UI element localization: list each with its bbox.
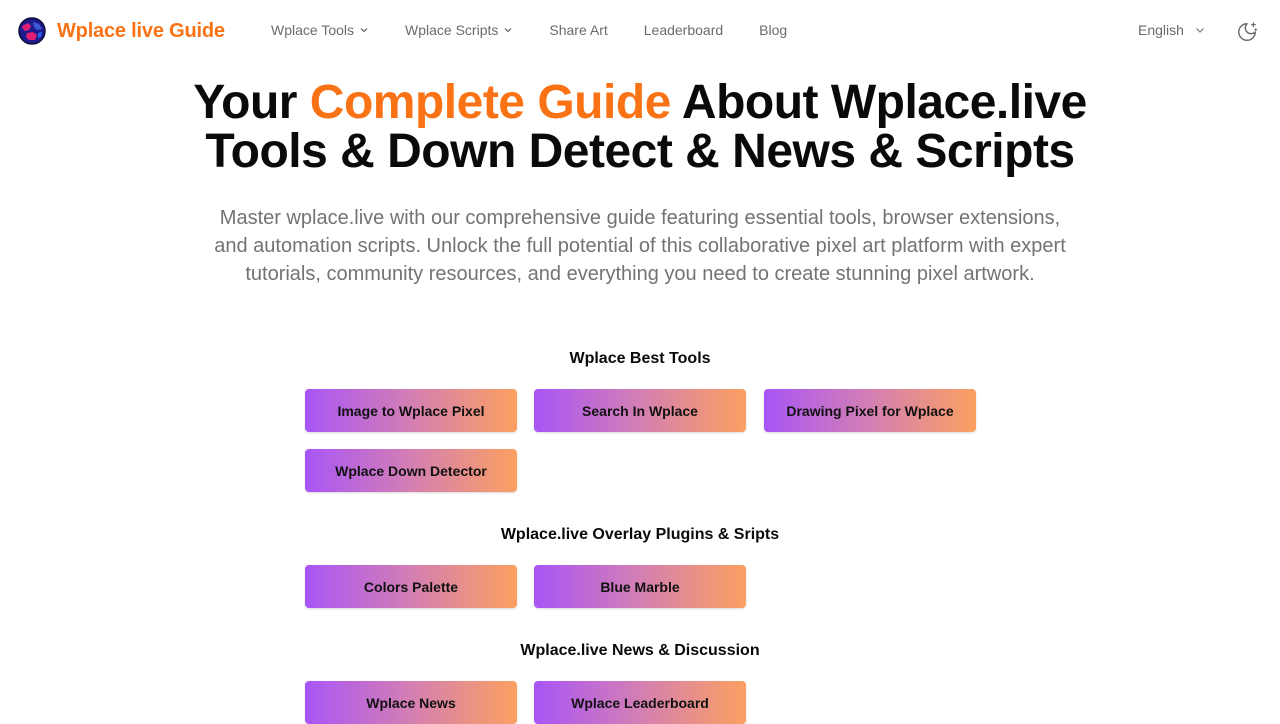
- nav-wplace-tools[interactable]: Wplace Tools: [271, 22, 369, 38]
- chevron-down-icon: [360, 28, 368, 33]
- brand-name: Wplace live Guide: [57, 19, 225, 42]
- language-selector[interactable]: English: [1138, 22, 1206, 38]
- chevron-down-icon: [504, 28, 512, 33]
- hero-title-prefix: Your: [193, 76, 310, 129]
- wplace-down-detector-button[interactable]: Wplace Down Detector: [305, 449, 517, 492]
- hero-title: Your Complete Guide About Wplace.live To…: [0, 78, 1280, 176]
- wplace-leaderboard-button[interactable]: Wplace Leaderboard: [534, 681, 746, 724]
- nav-blog[interactable]: Blog: [759, 22, 787, 38]
- section-title-best-tools: Wplace Best Tools: [569, 350, 711, 367]
- drawing-pixel-button[interactable]: Drawing Pixel for Wplace: [764, 389, 976, 432]
- moon-stars-icon: [1238, 22, 1258, 41]
- hero-description: Master wplace.live with our comprehensiv…: [214, 207, 1066, 285]
- nav-label: Wplace Scripts: [405, 22, 499, 38]
- search-in-wplace-button[interactable]: Search In Wplace: [534, 389, 746, 432]
- section-title-overlay-plugins: Wplace.live Overlay Plugins & Sripts: [500, 526, 780, 543]
- nav-label: Wplace Tools: [271, 22, 355, 38]
- nav-label: Leaderboard: [643, 22, 724, 38]
- nav-share-art[interactable]: Share Art: [549, 22, 607, 38]
- globe-logo-icon: [18, 17, 46, 45]
- hero-title-accent: Complete Guide: [309, 76, 672, 129]
- colors-palette-button[interactable]: Colors Palette: [305, 565, 517, 608]
- chevron-down-icon: [1195, 28, 1204, 33]
- wplace-news-button[interactable]: Wplace News: [305, 681, 517, 724]
- brand-link[interactable]: Wplace live Guide: [18, 17, 225, 45]
- top-navigation: Wplace live Guide Wplace Tools Wplace Sc…: [0, 0, 1280, 64]
- image-to-wplace-pixel-button[interactable]: Image to Wplace Pixel: [305, 389, 517, 432]
- section-title-news-discussion: Wplace.live News & Discussion: [520, 642, 760, 659]
- language-label: English: [1138, 22, 1184, 38]
- nav-leaderboard[interactable]: Leaderboard: [644, 22, 723, 38]
- main-nav: Wplace Tools Wplace Scripts Share Art Le…: [271, 22, 787, 38]
- blue-marble-button[interactable]: Blue Marble: [534, 565, 746, 608]
- nav-label: Share Art: [549, 22, 608, 38]
- nav-wplace-scripts[interactable]: Wplace Scripts: [405, 22, 513, 38]
- hero-title-line2: Tools & Down Detect & News & Scripts: [205, 125, 1075, 178]
- theme-toggle-button[interactable]: [1236, 21, 1258, 43]
- nav-label: Blog: [759, 22, 788, 38]
- hero-title-suffix: About Wplace.live: [670, 76, 1087, 129]
